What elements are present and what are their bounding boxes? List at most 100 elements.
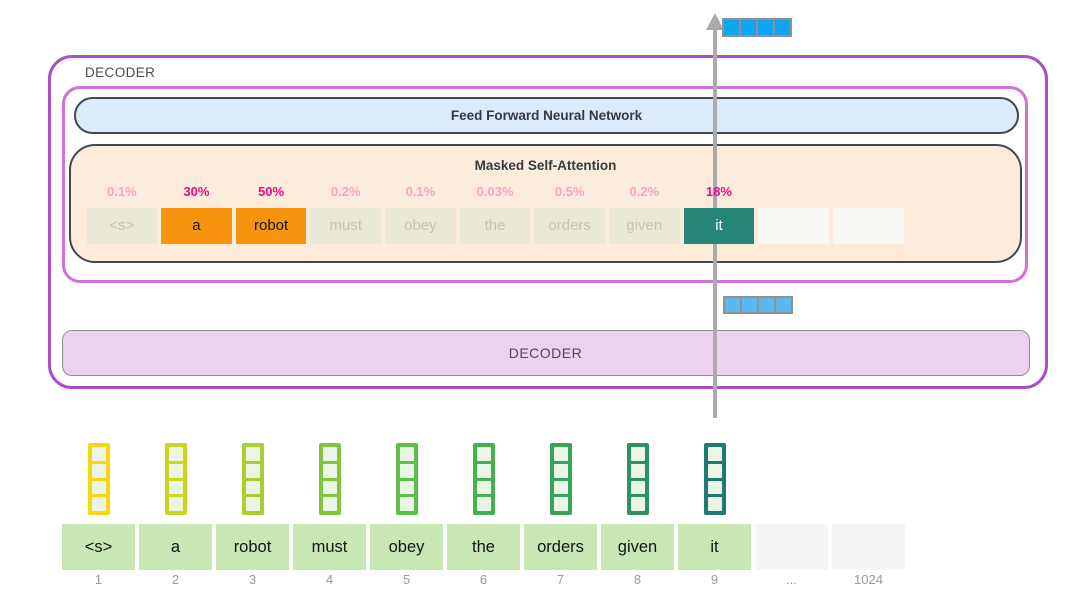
embedding-vector-column [524, 443, 597, 515]
position-label: 4 [325, 572, 334, 587]
position-label: 6 [479, 572, 488, 587]
vector-cell [553, 463, 568, 478]
vector-cell [630, 447, 645, 461]
position-label: 7 [556, 572, 565, 587]
feed-forward-bar: Feed Forward Neural Network [74, 97, 1019, 134]
attention-score: 0.2% [629, 183, 660, 199]
vector-cell [776, 298, 791, 312]
embedding-vector-column [447, 443, 520, 515]
output-vector [722, 18, 792, 37]
vector-cell [322, 447, 337, 461]
token-embedding-vector [549, 443, 572, 515]
vector-cell [707, 480, 722, 495]
embedding-vector-column [832, 443, 905, 515]
vector-cell [707, 497, 722, 511]
vector-cell [707, 447, 722, 461]
vector-cell [630, 463, 645, 478]
attention-token-cell: orders [534, 207, 605, 244]
token-embedding-vector [472, 443, 495, 515]
decoder-outer-label: DECODER [85, 65, 156, 80]
embedding-vector-column [293, 443, 366, 515]
attention-token-cell: a [161, 207, 232, 244]
attention-score: 18% [705, 183, 732, 199]
attention-token-cell: robot [235, 207, 307, 244]
attention-score: 0.5% [554, 183, 585, 199]
feed-forward-label: Feed Forward Neural Network [450, 108, 643, 123]
vector-cell [476, 447, 491, 461]
decoder-layer-bar: DECODER [61, 329, 1030, 376]
input-token-cell: the [447, 524, 520, 570]
position-label: 5 [402, 572, 411, 587]
vector-cell [725, 298, 740, 312]
vector-cell [399, 447, 414, 461]
vector-cell [707, 463, 722, 478]
output-arrow-head-icon [706, 13, 724, 30]
attention-score-row: 0.1%30%50%0.2%0.1%0.03%0.5%0.2%18% [87, 184, 904, 202]
vector-cell [399, 463, 414, 478]
position-label: ... [786, 572, 797, 587]
embedding-vector-column [139, 443, 212, 515]
vector-cell [91, 447, 106, 461]
vector-cell [245, 480, 260, 495]
position-label: 9 [710, 572, 719, 587]
vector-cell [775, 20, 790, 35]
input-token-cell: <s> [62, 524, 135, 570]
vector-cell [553, 480, 568, 495]
token-embedding-vector [395, 443, 418, 515]
vector-cell [245, 497, 260, 511]
vector-cell [476, 497, 491, 511]
attention-token-cell [758, 207, 829, 244]
attention-score: 0.2% [330, 183, 361, 199]
masked-self-attention-box: Masked Self-Attention 0.1%30%50%0.2%0.1%… [69, 144, 1022, 263]
embedding-vector-column [678, 443, 751, 515]
attention-token-cell: the [459, 207, 531, 244]
input-token-cell: robot [216, 524, 289, 570]
vector-cell [168, 480, 183, 495]
embedding-vector-column [755, 443, 828, 515]
vector-cell [630, 480, 645, 495]
token-embedding-vector [703, 443, 726, 515]
vector-cell [91, 463, 106, 478]
attention-score: 30% [183, 183, 210, 199]
embedding-vector-row [62, 443, 905, 515]
vector-cell [553, 497, 568, 511]
decoder-layer-label: DECODER [508, 344, 583, 361]
vector-cell [759, 298, 774, 312]
input-token-cell [755, 524, 828, 570]
input-token-cell: it [678, 524, 751, 570]
vector-cell [630, 497, 645, 511]
input-token-cell: must [293, 524, 366, 570]
embedding-vector-column [601, 443, 674, 515]
position-label: 8 [633, 572, 642, 587]
vector-cell [245, 463, 260, 478]
input-token-cell: obey [370, 524, 443, 570]
vector-cell [476, 480, 491, 495]
vector-cell [91, 480, 106, 495]
vector-cell [322, 497, 337, 511]
decoder-outer-box: DECODER Feed Forward Neural Network Mask… [48, 55, 1048, 389]
attention-token-cell: must [310, 207, 382, 244]
attention-token-cell: given [608, 207, 680, 244]
vector-cell [741, 20, 756, 35]
hidden-state-vector [723, 296, 793, 314]
input-token-cell: a [139, 524, 212, 570]
position-label: 2 [171, 572, 180, 587]
embedding-vector-column [216, 443, 289, 515]
embedding-vector-column [370, 443, 443, 515]
attention-score: 50% [258, 183, 285, 199]
position-label: 1 [94, 572, 103, 587]
vector-cell [758, 20, 773, 35]
vector-cell [476, 463, 491, 478]
attention-score: 0.1% [107, 183, 137, 199]
input-token-cell: orders [524, 524, 597, 570]
input-token-cell: given [601, 524, 674, 570]
vector-cell [322, 480, 337, 495]
vector-cell [399, 497, 414, 511]
attention-token-cell: it [683, 207, 755, 244]
vector-cell [168, 497, 183, 511]
vector-cell [553, 447, 568, 461]
token-embedding-vector [318, 443, 341, 515]
